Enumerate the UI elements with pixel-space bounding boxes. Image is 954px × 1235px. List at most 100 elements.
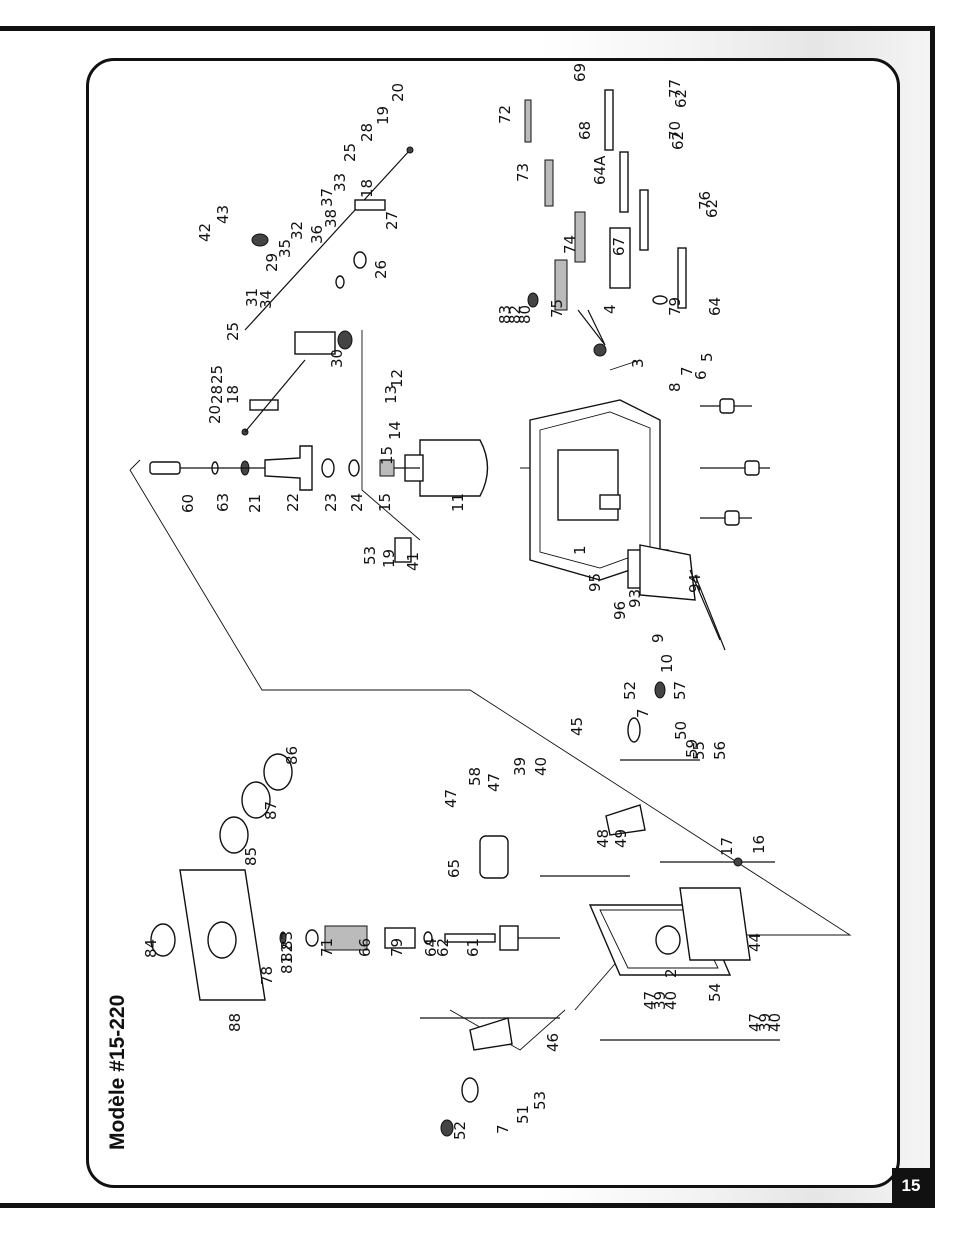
- part-callout-87: 87: [262, 801, 280, 820]
- part-callout-66: 66: [356, 938, 374, 957]
- part-68: [619, 151, 629, 213]
- part-69: [604, 89, 614, 151]
- part-callout-28a: 28: [358, 123, 376, 142]
- part-callout-13: 13: [382, 385, 400, 404]
- part-58: [479, 835, 509, 879]
- pump-head-assembly: [241, 146, 414, 436]
- upper-shaft-stack: [149, 439, 489, 563]
- part-callout-60: 60: [179, 494, 197, 513]
- part-callout-27: 27: [383, 211, 401, 230]
- part-callout-43: 43: [214, 205, 232, 224]
- part-callout-3: 3: [629, 358, 647, 368]
- part-callout-18a: 18: [358, 179, 376, 198]
- part-callout-25a: 25: [341, 143, 359, 162]
- part-callout-81: 81: [278, 955, 296, 974]
- part-callout-16: 16: [750, 835, 768, 854]
- part-callout-26: 26: [372, 260, 390, 279]
- part-callout-54: 54: [706, 983, 724, 1002]
- base-frame: [420, 681, 780, 1137]
- part-callout-83a: 83: [496, 305, 514, 324]
- part-callout-17: 17: [718, 837, 736, 856]
- part-callout-40a: 40: [532, 757, 550, 776]
- part-callout-47c: 47: [641, 991, 659, 1010]
- part-callout-62b: 62: [669, 131, 687, 150]
- part-72: [524, 99, 532, 143]
- part-50: [627, 717, 641, 743]
- part-73: [544, 159, 554, 207]
- part-callout-62d: 62: [434, 938, 452, 957]
- part-callout-40b: 40: [662, 991, 680, 1010]
- part-callout-44: 44: [746, 933, 764, 952]
- part-callout-52b: 52: [451, 1121, 469, 1140]
- part-66: [384, 927, 416, 949]
- part-callout-47a: 47: [442, 789, 460, 808]
- part-callout-39a: 39: [511, 757, 529, 776]
- part-callout-48: 48: [594, 829, 612, 848]
- part-callout-53a: 53: [361, 546, 379, 565]
- part-callout-6: 6: [692, 370, 710, 380]
- part-callout-62a: 62: [703, 199, 721, 218]
- part-callout-52a: 52: [621, 681, 639, 700]
- part-callout-58: 58: [466, 767, 484, 786]
- part-71: [324, 925, 368, 951]
- part-callout-19b: 19: [380, 549, 398, 568]
- part-18a: [354, 199, 386, 211]
- part-callout-41: 41: [404, 552, 422, 571]
- part-callout-32: 32: [288, 221, 306, 240]
- part-callout-74: 74: [561, 235, 579, 254]
- part-callout-7c: 7: [494, 1124, 512, 1134]
- part-22: [264, 445, 313, 491]
- part-callout-8: 8: [666, 382, 684, 392]
- part-callout-75: 75: [548, 299, 566, 318]
- part-callout-39b: 39: [651, 991, 669, 1010]
- part-callout-94: 94: [686, 574, 704, 593]
- part-callout-12: 12: [388, 369, 406, 388]
- part-callout-64b: 64: [422, 938, 440, 957]
- part-callout-84: 84: [142, 939, 160, 958]
- part-60: [149, 461, 181, 475]
- part-callout-96: 96: [611, 601, 629, 620]
- part-3: [593, 343, 607, 357]
- part-callout-50: 50: [672, 721, 690, 740]
- part-11-motor: [419, 439, 489, 497]
- part-87: [241, 781, 271, 819]
- part-41: [394, 537, 412, 563]
- part-callout-78: 78: [258, 966, 276, 985]
- part-callout-15b: 15: [376, 493, 394, 512]
- part-callout-10: 10: [658, 654, 676, 673]
- part-callout-35: 35: [276, 239, 294, 258]
- part-callout-14: 14: [386, 421, 404, 440]
- part-64: [677, 247, 687, 309]
- part-42: [251, 233, 269, 247]
- part-callout-labels: 2019282518333738363235294342272634312525…: [142, 63, 784, 1140]
- part-61: [499, 925, 519, 951]
- lower-assembly: [150, 753, 560, 1001]
- part-85: [219, 816, 249, 854]
- part-callout-11: 11: [449, 493, 467, 512]
- part-callout-79b: 79: [388, 938, 406, 957]
- part-callout-65: 65: [445, 859, 463, 878]
- part-callout-59: 59: [683, 739, 701, 758]
- part-4: [577, 309, 606, 346]
- part-74: [574, 211, 586, 263]
- part-callout-77: 77: [666, 79, 684, 98]
- part-callout-82b: 82: [278, 943, 296, 962]
- part-94: [639, 544, 696, 601]
- part-callout-83b: 83: [278, 931, 296, 950]
- part-83: [279, 931, 287, 945]
- bottom-border-bar: [0, 1203, 934, 1208]
- rod-and-filter-parts: [524, 89, 687, 357]
- part-46: [469, 1017, 513, 1051]
- part-79: [652, 295, 668, 305]
- part-callout-29: 29: [263, 253, 281, 272]
- main-housing: [529, 399, 661, 581]
- part-30: [337, 330, 353, 350]
- part-callout-61: 61: [464, 938, 482, 957]
- part-86: [263, 753, 293, 791]
- part-callout-1: 1: [571, 545, 589, 555]
- part-callout-72: 72: [496, 105, 514, 124]
- part-callout-80: 80: [516, 305, 534, 324]
- part-callout-21: 21: [246, 494, 264, 513]
- part-29-block: [294, 331, 336, 355]
